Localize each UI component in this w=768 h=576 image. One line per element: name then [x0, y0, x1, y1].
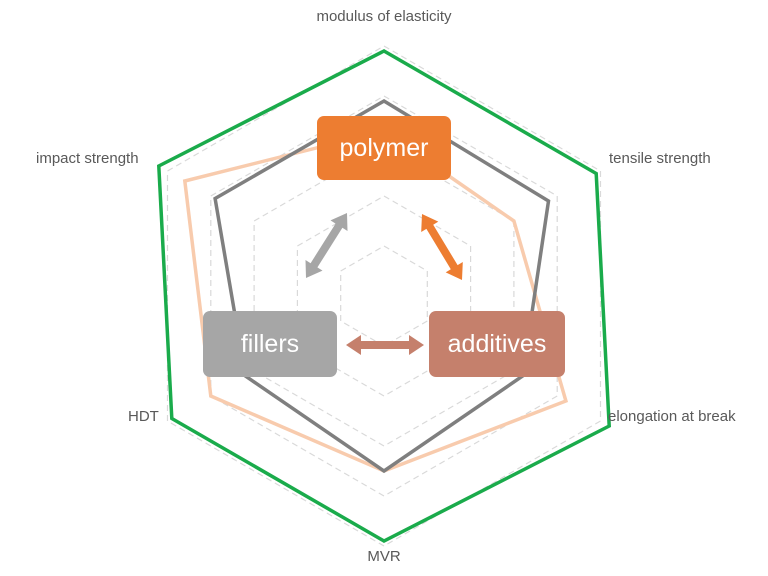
axis-label-elongation: elongation at break [608, 408, 736, 425]
grid-ring [340, 245, 428, 347]
fillers-box: fillers [203, 311, 337, 377]
series-outline [156, 49, 612, 543]
axis-label-mvr: MVR [367, 548, 401, 565]
axis-label-hdt: HDT [128, 408, 159, 425]
polymer-box: polymer [317, 116, 451, 180]
radar-series [156, 49, 612, 543]
axis-label-tensile: tensile strength [609, 150, 711, 167]
series-outline [213, 98, 551, 474]
arrow-fillers-polymer [305, 213, 348, 278]
arrow-additives-fillers [346, 335, 424, 355]
relation-arrows [305, 213, 463, 355]
axis-label-modulus: modulus of elasticity [316, 8, 452, 25]
arrow-polymer-additives [421, 214, 463, 280]
grid-ring [253, 145, 515, 447]
axis-label-impact: impact strength [36, 150, 139, 167]
additives-box: additives [429, 311, 565, 377]
